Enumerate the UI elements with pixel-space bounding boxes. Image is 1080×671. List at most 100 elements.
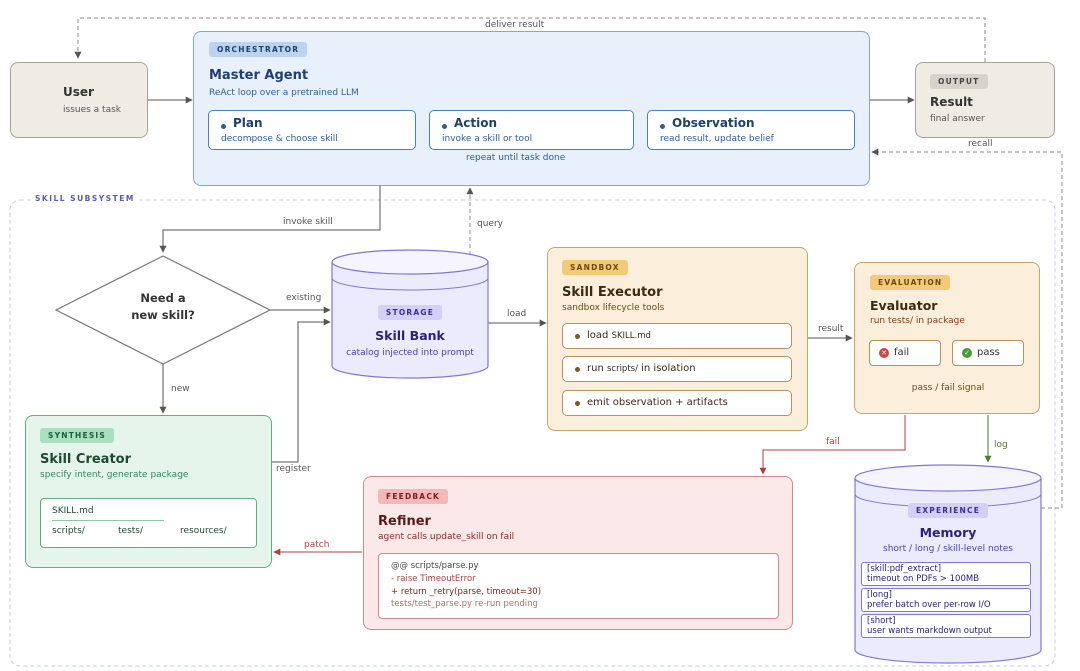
decision-line-2: new skill? xyxy=(131,308,195,322)
pass-icon: ✓ xyxy=(962,348,972,358)
edge-invoke-skill xyxy=(159,186,381,253)
skill-bank-cylinder xyxy=(331,249,489,379)
step-plan: Plan decompose & choose skill xyxy=(208,110,416,150)
orchestrator-node: ORCHESTRATOR Master Agent ReAct loop ove… xyxy=(193,31,870,186)
bullet-icon xyxy=(575,367,580,372)
package-skill-md: SKILL.md xyxy=(52,506,94,516)
edge-register xyxy=(272,318,331,463)
user-subtitle: issues a task xyxy=(63,105,121,115)
edge-deliver-result xyxy=(74,17,986,62)
skill-subsystem-frame xyxy=(9,199,1056,667)
step-action: Action invoke a skill or tool xyxy=(429,110,634,150)
row-load-text: load xyxy=(587,330,612,341)
step-plan-desc: decompose & choose skill xyxy=(221,134,338,144)
step-plan-title: Plan xyxy=(233,116,263,130)
skill-creator-node: SYNTHESIS Skill Creator specify intent, … xyxy=(25,415,272,568)
sandbox-tag: SANDBOX xyxy=(562,260,628,275)
evaluator-subtitle: run tests/ in package xyxy=(870,316,965,326)
diff-removed: - raise TimeoutError xyxy=(391,574,476,584)
decision-text: Need a new skill? xyxy=(113,290,213,324)
diff-header: @@ scripts/parse.py xyxy=(391,561,479,571)
load-label: load xyxy=(507,309,527,319)
step-action-title: Action xyxy=(454,116,498,130)
evaluator-signal: pass / fail signal xyxy=(911,383,985,393)
orchestrator-title: Master Agent xyxy=(209,68,309,83)
pass-chip-label: pass xyxy=(977,347,1000,358)
memory-note-text: prefer batch over per-row I/O xyxy=(867,600,991,610)
skill-subsystem-label: SKILL SUBSYSTEM xyxy=(32,194,138,203)
fail-label: fail xyxy=(826,437,840,447)
memory-subtitle: short / long / skill-level notes xyxy=(883,544,1013,554)
output-subtitle: final answer xyxy=(930,114,985,124)
output-tag: OUTPUT xyxy=(930,74,988,89)
deliver-result-label: deliver result xyxy=(485,20,545,30)
fail-icon: ✕ xyxy=(879,348,889,358)
result-label: result xyxy=(818,324,844,334)
synthesis-tag: SYNTHESIS xyxy=(40,428,115,443)
skill-package: SKILL.md scripts/ tests/ resources/ xyxy=(40,498,257,548)
executor-row-run: run scripts/ in isolation xyxy=(562,356,792,382)
user-node: User issues a task xyxy=(10,62,148,138)
skill-executor-title: Skill Executor xyxy=(562,285,663,300)
memory-note-long: [long] prefer batch over per-row I/O xyxy=(861,588,1031,612)
package-folder-scripts: scripts/ xyxy=(52,526,85,536)
memory-note-kind: [skill:pdf_extract] xyxy=(867,564,942,574)
memory-note-skill: [skill:pdf_extract] timeout on PDFs > 10… xyxy=(861,562,1031,586)
row-load-code: SKILL.md xyxy=(611,331,651,341)
log-label: log xyxy=(994,440,1008,450)
pass-chip: ✓ pass xyxy=(952,340,1024,366)
invoke-skill-label: invoke skill xyxy=(283,217,333,227)
loop-label: repeat until task done xyxy=(466,153,566,163)
user-title: User xyxy=(63,85,94,99)
memory-title: Memory xyxy=(919,525,977,540)
skill-creator-title: Skill Creator xyxy=(40,452,131,467)
memory-note-kind: [long] xyxy=(867,590,892,600)
evaluator-title: Evaluator xyxy=(870,298,938,313)
step-observation-title: Observation xyxy=(672,116,755,130)
orchestrator-tag: ORCHESTRATOR xyxy=(209,42,308,57)
step-observation: Observation read result, update belief xyxy=(647,110,855,150)
memory-content: EXPERIENCE Memory short / long / skill-l… xyxy=(855,498,1041,638)
row-emit-text: emit observation + artifacts xyxy=(587,397,728,408)
refiner-subtitle: agent calls update_skill on fail xyxy=(378,532,515,542)
recall-label: recall xyxy=(968,139,993,149)
memory-note-short: [short] user wants markdown output xyxy=(861,614,1031,638)
memory-note-text: timeout on PDFs > 100MB xyxy=(867,574,980,584)
bullet-icon xyxy=(575,401,580,406)
package-folder-resources: resources/ xyxy=(180,526,227,536)
decision-line-1: Need a xyxy=(140,291,186,305)
row-run-text: run xyxy=(587,363,607,374)
edge-recall xyxy=(871,148,1063,509)
skill-bank-subtitle: catalog injected into prompt xyxy=(346,348,474,358)
diff-note: tests/test_parse.py re-run pending xyxy=(391,599,538,609)
skill-executor-subtitle: sandbox lifecycle tools xyxy=(562,303,665,313)
evaluator-node: EVALUATION Evaluator run tests/ in packa… xyxy=(854,262,1040,414)
orchestrator-subtitle: ReAct loop over a pretrained LLM xyxy=(209,88,359,98)
query-label: query xyxy=(477,219,503,229)
memory-note-kind: [short] xyxy=(867,616,896,626)
bullet-icon xyxy=(442,124,447,129)
bullet-icon xyxy=(660,124,665,129)
experience-tag: EXPERIENCE xyxy=(907,503,989,518)
skill-bank-content: STORAGE Skill Bank catalog injected into… xyxy=(332,300,488,358)
executor-row-emit: emit observation + artifacts xyxy=(562,390,792,416)
bullet-icon xyxy=(575,334,580,339)
package-divider xyxy=(52,520,164,521)
row-run-code: scripts/ xyxy=(606,364,638,374)
bullet-icon xyxy=(221,124,226,129)
fail-chip: ✕ fail xyxy=(869,340,941,366)
row-run-post: in isolation xyxy=(637,363,696,374)
feedback-tag: FEEDBACK xyxy=(378,489,449,504)
skill-creator-subtitle: specify intent, generate package xyxy=(40,470,189,480)
skill-bank-tag: STORAGE xyxy=(377,305,443,320)
skill-bank-title: Skill Bank xyxy=(375,328,445,343)
new-label: new xyxy=(171,384,190,394)
output-title: Result xyxy=(930,95,973,109)
package-folder-tests: tests/ xyxy=(118,526,144,536)
memory-note-text: user wants markdown output xyxy=(867,626,992,636)
edge-fail xyxy=(759,415,906,475)
output-node: OUTPUT Result final answer xyxy=(915,62,1055,138)
fail-chip-label: fail xyxy=(894,347,910,358)
step-action-desc: invoke a skill or tool xyxy=(442,134,533,144)
evaluation-tag: EVALUATION xyxy=(870,275,951,290)
